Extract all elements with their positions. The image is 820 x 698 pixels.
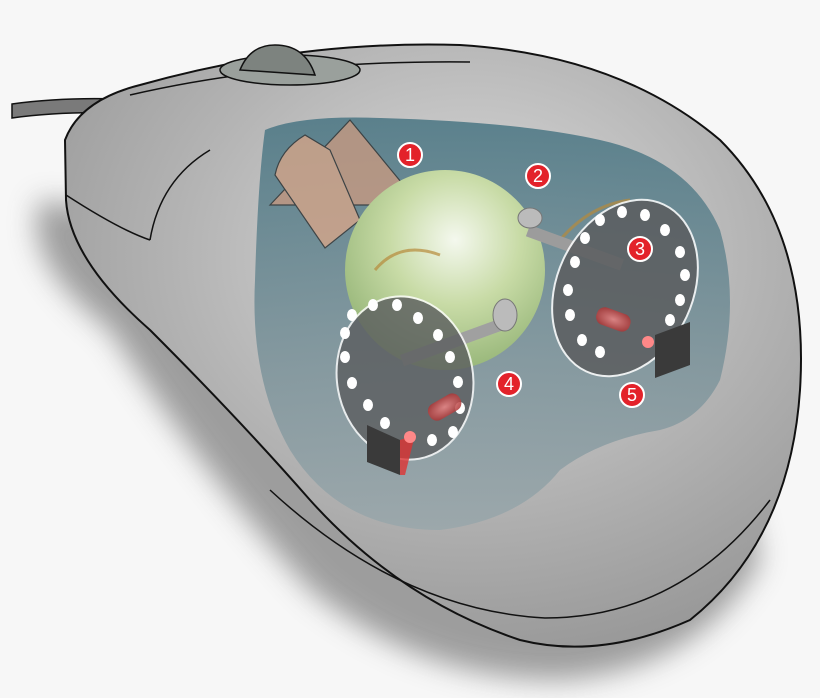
callout-4: 4	[496, 371, 522, 397]
sensor-x	[367, 425, 416, 475]
callout-1: 1	[397, 142, 423, 168]
scroll-wheel	[219, 44, 361, 86]
callout-5: 5	[619, 382, 645, 408]
encoder-wheel-x	[335, 295, 475, 461]
roller-prism	[268, 119, 422, 249]
encoder-wheel-y	[551, 198, 699, 378]
callout-3: 3	[627, 236, 653, 262]
sensor-y	[642, 322, 690, 378]
callout-2: 2	[525, 163, 551, 189]
